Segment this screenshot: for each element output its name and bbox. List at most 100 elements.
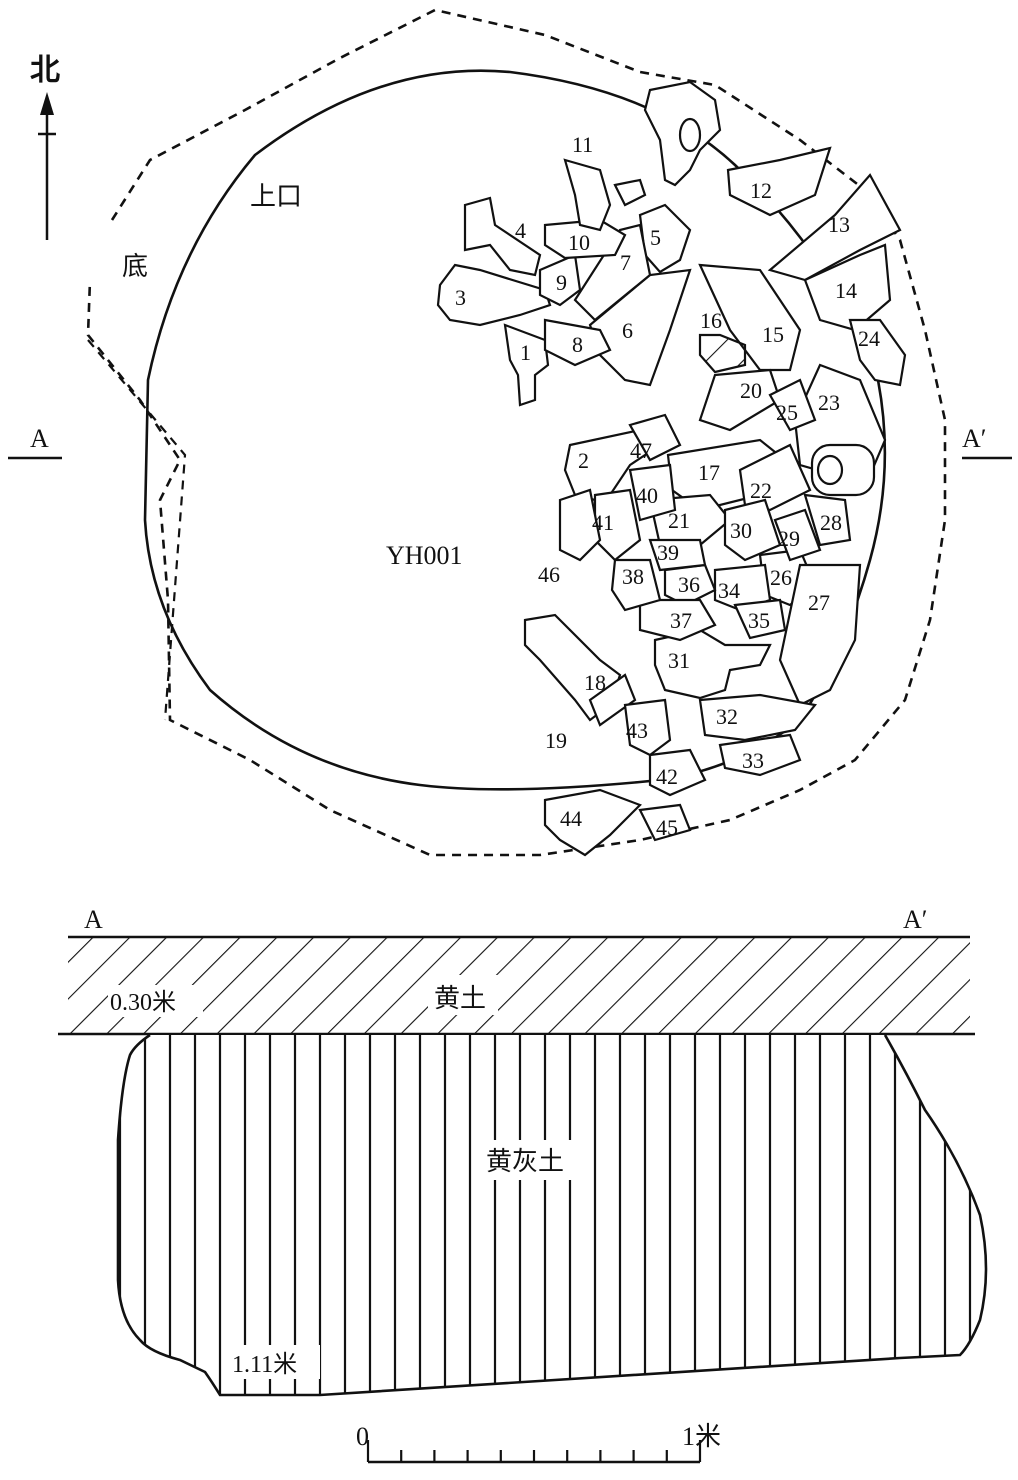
bone-label-25: 25: [776, 400, 798, 425]
bone-label-22: 22: [750, 478, 772, 503]
skull-orbit: [678, 117, 702, 153]
bone-28: [803, 493, 852, 547]
bone-label-34: 34: [718, 578, 740, 603]
section-end-label: A′: [903, 905, 927, 934]
bone-label-39: 39: [657, 540, 679, 565]
bone-label-24: 24: [858, 326, 880, 351]
bone-label-21: 21: [668, 508, 690, 533]
top-soil-layer: [68, 937, 970, 1034]
bone-label-29: 29: [778, 526, 800, 551]
bone-label-44: 44: [560, 806, 582, 831]
bone-label-43: 43: [626, 718, 648, 743]
bone-30: [723, 498, 782, 562]
bone-label-2: 2: [578, 448, 589, 473]
bone-11b: [613, 178, 647, 207]
bone-label-45: 45: [656, 815, 678, 840]
bone-25: [768, 378, 817, 432]
bone-label-47: 47: [630, 438, 652, 463]
bone-label-13: 13: [828, 212, 850, 237]
bone-42: [648, 748, 707, 797]
bone-8: [543, 318, 612, 367]
top-opening-label: 上口: [250, 182, 302, 212]
bone-label-7: 7: [620, 250, 631, 275]
bone-label-12: 12: [750, 178, 772, 203]
bone-47: [628, 413, 682, 462]
bone-1: [503, 323, 550, 407]
bone-label-9: 9: [556, 270, 567, 295]
bone-label-8: 8: [572, 332, 583, 357]
bone-label-40: 40: [636, 483, 658, 508]
plan-section-start: A: [30, 424, 49, 453]
bone-6: [588, 268, 692, 387]
bone-24: [848, 318, 907, 387]
bone-4: [463, 196, 542, 277]
bone-label-30: 30: [730, 518, 752, 543]
bone-label-23: 23: [818, 390, 840, 415]
bone-19: [588, 673, 637, 727]
bone-label-35: 35: [748, 608, 770, 633]
bone-label-46: 46: [538, 562, 560, 587]
north-arrow: 北: [30, 53, 60, 240]
bone-label-17: 17: [698, 460, 720, 485]
scale-start-label: 0: [356, 1422, 369, 1451]
bone-20: [698, 368, 782, 432]
bone-label-31: 31: [668, 648, 690, 673]
bone-label-33: 33: [742, 748, 764, 773]
pit-step-dashed: [87, 339, 187, 721]
bone-16-shaded: [698, 333, 747, 374]
bone-38: [610, 558, 662, 612]
pit-top-opening-outline: [143, 69, 887, 791]
section-start-label: A: [84, 905, 103, 934]
bone-label-10: 10: [568, 230, 590, 255]
bone-15: [698, 263, 802, 372]
bone-label-14: 14: [835, 278, 857, 303]
bone-46: [558, 488, 602, 562]
bone-39: [648, 538, 707, 572]
scale-end-label: 1米: [682, 1422, 721, 1451]
section-view: A A′ 黄土 0.30米 黄灰土 1.11米: [58, 905, 988, 1397]
bone-29: [773, 508, 822, 562]
fill-soil-label: 黄灰土: [486, 1147, 564, 1177]
bone-45: [638, 803, 692, 842]
bone-43: [623, 698, 672, 757]
bone-37: [638, 598, 717, 642]
bone-32: [698, 693, 818, 742]
feature-id: YH001: [386, 541, 463, 570]
bone-label-16: 16: [700, 308, 722, 333]
top-soil-label: 黄土: [434, 984, 486, 1014]
bottom-label: 底: [122, 252, 148, 282]
bone-label-42: 42: [656, 764, 678, 789]
bone-40: [628, 463, 677, 522]
plan-section-end: A′: [962, 424, 986, 453]
top-depth-label: 0.30米: [110, 989, 176, 1016]
pit-profile-outline: [116, 1033, 988, 1397]
bone-label-1: 1: [520, 340, 531, 365]
bone-14: [803, 243, 892, 332]
bone-label-6: 6: [622, 318, 633, 343]
bone-3: [436, 263, 552, 327]
bone-label-27: 27: [808, 590, 830, 615]
bone-label-38: 38: [622, 564, 644, 589]
vertebra-hole: [816, 454, 844, 486]
bone-label-37: 37: [670, 608, 692, 633]
bone-label-4: 4: [515, 218, 526, 243]
bone-label-15: 15: [762, 322, 784, 347]
bone-label-26: 26: [770, 565, 792, 590]
bone-33: [718, 733, 802, 777]
bone-31: [653, 628, 772, 700]
bone-12: [726, 146, 832, 217]
bone-label-28: 28: [820, 510, 842, 535]
bone-11: [563, 158, 612, 232]
bone-label-20: 20: [740, 378, 762, 403]
bottom-depth-label: 1.11米: [232, 1351, 297, 1378]
bone-label-19: 19: [545, 728, 567, 753]
bone-22: [738, 443, 812, 512]
bone-44: [543, 788, 642, 857]
bone-label-41: 41: [592, 510, 614, 535]
bone-label-5: 5: [650, 225, 661, 250]
bone-label-3: 3: [455, 285, 466, 310]
